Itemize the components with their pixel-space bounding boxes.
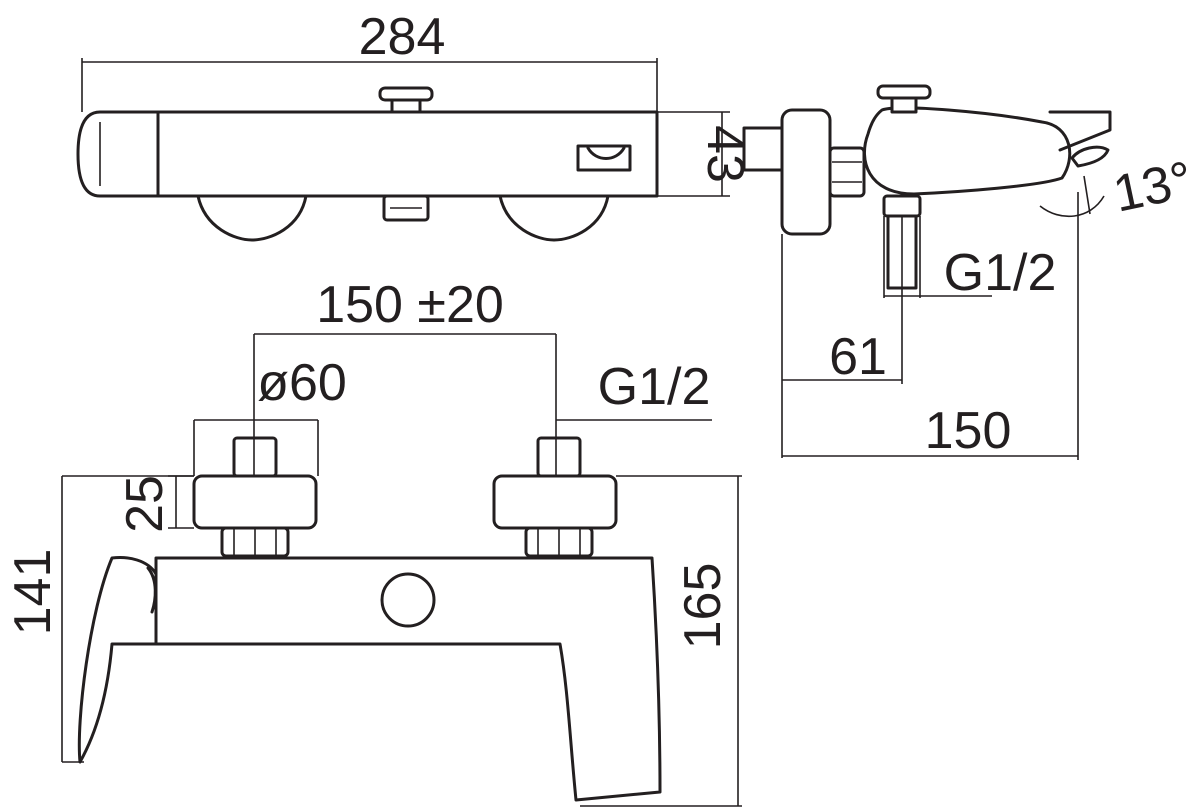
dim-overall-height: 165 (674, 563, 732, 650)
front-diverter-button (380, 572, 436, 628)
dim-inlet-thread-side: G1/2 (944, 244, 1057, 302)
top-diverter-symbol (576, 144, 632, 172)
front-right-flange (492, 474, 618, 530)
top-view: 284 43 (76, 8, 754, 242)
dim-overall-length: 284 (359, 8, 446, 66)
top-right-handle-wheel (498, 194, 610, 242)
top-body-outline (76, 110, 659, 198)
top-left-handle-wheel (196, 194, 308, 242)
side-view: 13° G1/2 61 150 (742, 84, 1197, 460)
side-wall-inlet (742, 126, 784, 172)
dim-flange-diameter: ø60 (257, 354, 347, 412)
dim-projection: 150 (925, 402, 1012, 460)
side-wall-plate (780, 108, 832, 236)
dim-angle: 13° (1108, 151, 1197, 224)
side-angle-arc (1039, 195, 1105, 218)
side-spout (863, 106, 1072, 196)
front-view: 150 ±20 ø60 G1/2 25 141 165 (4, 276, 742, 807)
front-left-flange (192, 474, 318, 530)
dim-inlet-thread-front: G1/2 (598, 358, 711, 416)
front-lever (77, 556, 158, 764)
dim-centers: 150 ±20 (316, 276, 504, 334)
dim-flange-height: 25 (116, 475, 174, 533)
dim-wall-to-inlet: 61 (829, 328, 887, 386)
front-body (154, 556, 662, 802)
dim-spout-height: 141 (4, 549, 62, 636)
